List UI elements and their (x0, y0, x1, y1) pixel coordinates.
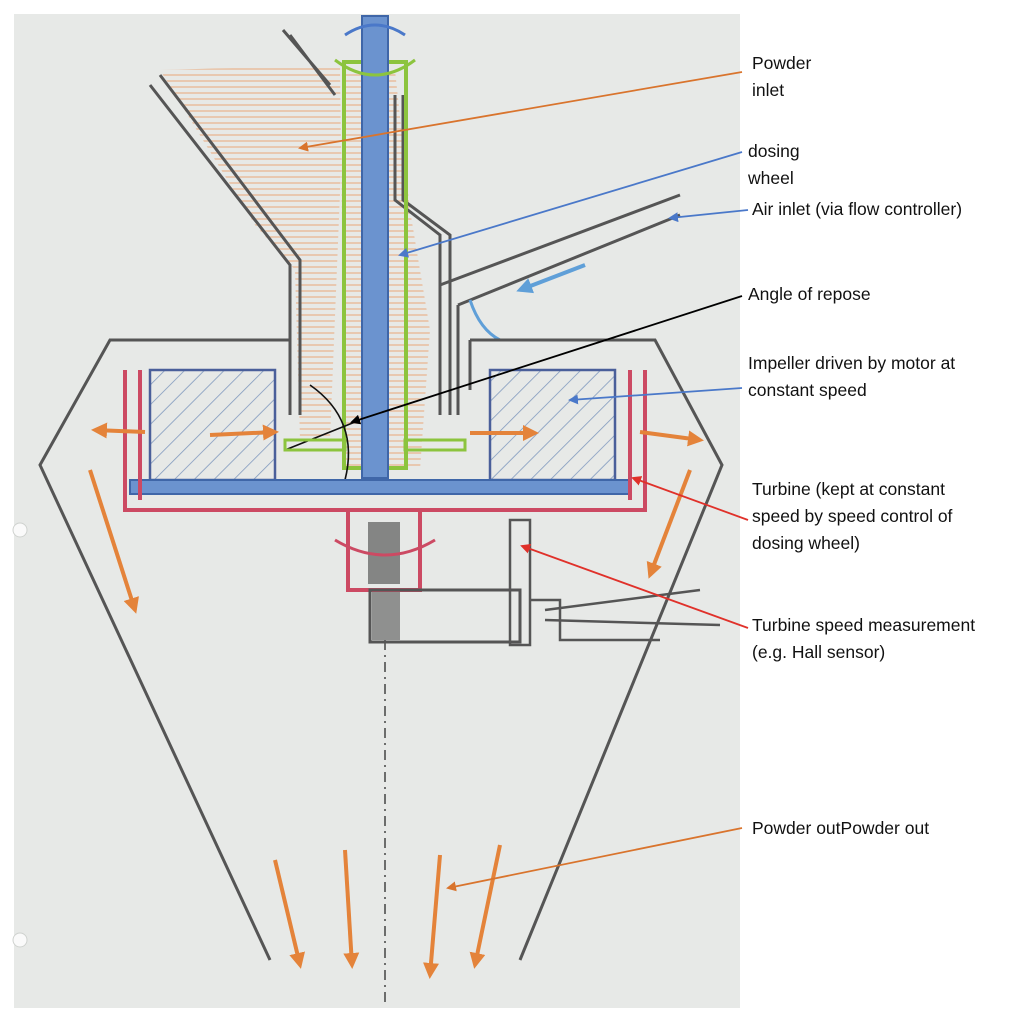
turbine-rotation-arrow (334, 538, 436, 557)
air-flow-arrow (516, 263, 586, 294)
motor-housing (368, 588, 522, 644)
impeller-base (129, 479, 631, 495)
label-impeller: Impeller driven by motor at constant spe… (748, 353, 956, 400)
air-flow-curl (468, 299, 501, 342)
callout-angle-of-repose (350, 295, 743, 425)
housing (38, 338, 724, 961)
rotation-arrow-green (334, 58, 416, 77)
rotation-arrow-top (344, 23, 406, 37)
callout-dosing-wheel (398, 151, 743, 258)
label-powder-inlet: Powder inlet (752, 53, 812, 100)
dosing-wheel-plate (283, 438, 347, 452)
label-angle-of-repose: Angle of repose (748, 284, 871, 304)
punch-hole (12, 932, 28, 948)
callout-powder-inlet (298, 71, 743, 152)
dosing-shaft (361, 15, 389, 479)
powder-flow-arrows (88, 422, 704, 979)
callout-speed-measurement (520, 544, 749, 629)
label-powder-out: Powder outPowder out (752, 818, 930, 838)
callout-powder-out (446, 827, 743, 892)
dosing-wheel-plate (403, 438, 467, 452)
punch-hole (12, 522, 28, 538)
impeller-left (148, 368, 277, 482)
motor-shaft (372, 592, 400, 640)
label-dosing-wheel: dosing wheel (748, 141, 800, 188)
label-air-inlet: Air inlet (via flow controller) (752, 199, 963, 219)
air-inlet-pipe (439, 193, 681, 415)
impeller-right (488, 368, 617, 482)
label-turbine: Turbine (kept at constant speed by speed… (752, 479, 953, 553)
callout-air-inlet (668, 209, 749, 223)
label-speed-measurement: Turbine speed measurement (e.g. Hall sen… (752, 615, 976, 662)
callout-turbine (631, 476, 749, 521)
hall-sensor (508, 518, 721, 647)
callout-impeller (568, 387, 743, 405)
